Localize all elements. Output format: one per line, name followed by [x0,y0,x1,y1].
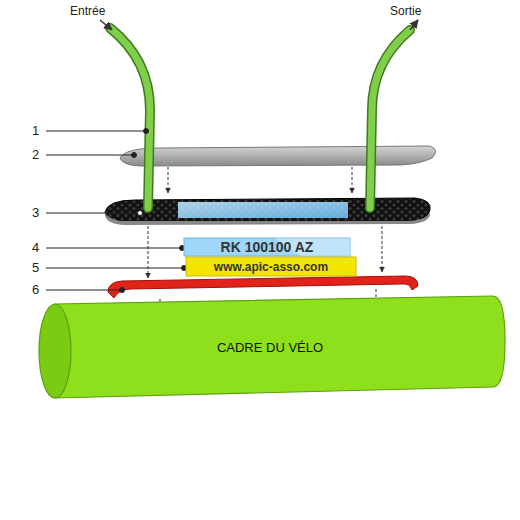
gloss [275,238,350,256]
port-label: Sortie [390,4,421,18]
blue-label-shape [184,238,350,256]
node-text: RK 100100 AZ [221,239,314,255]
callout-number: 2 [32,147,39,162]
grey-plate [120,146,436,166]
callout-number: 6 [32,282,39,297]
callout-number: 3 [32,205,39,220]
callout-number: 5 [32,260,39,275]
frame-tube-end [39,304,71,398]
marking-label: RK 100100 AZ [184,238,350,256]
marking-label: www.apic-asso.com [186,257,356,276]
leader-lines [46,129,187,293]
callout-number: 1 [32,123,39,138]
black-plate [105,198,430,225]
callout-number: 4 [32,240,39,255]
yellow-label-shape [186,257,356,276]
tube-pipes [100,20,418,208]
frame-tube-body [55,296,505,398]
bike-frame: CADRE DU VÉLO [30,290,510,405]
red-strip [108,276,418,298]
node-text: CADRE DU VÉLO [217,340,323,355]
node-text: www.apic-asso.com [214,260,328,274]
port-label: Entrée [70,4,105,18]
assembly-arrows [148,167,382,316]
